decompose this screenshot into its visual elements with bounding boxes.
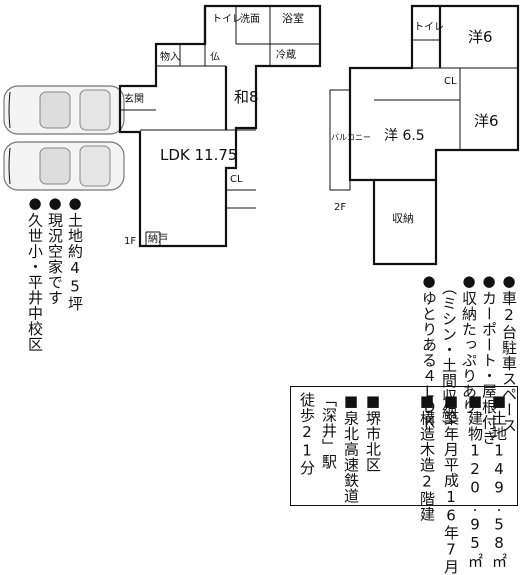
- room-washroom: 洗面: [240, 13, 260, 25]
- feature-carport: ●カーポート・屋根付き: [480, 272, 498, 446]
- room-fridge: 冷蔵: [276, 48, 296, 61]
- feature-storage-detail: （ミシン・土間収納）: [440, 272, 458, 436]
- room-entrance: 玄関: [124, 92, 144, 105]
- room-closet-1f: CL: [230, 174, 243, 185]
- second-floor-plan: [329, 4, 520, 266]
- note-school-district: ●久世小・平井中校区: [26, 194, 44, 352]
- spec-land: ■土地149.58㎡: [490, 392, 508, 568]
- feature-4ldk: ●ゆとりある４ＬＤＫ: [420, 272, 438, 430]
- room-closet-2f: CL: [444, 76, 457, 87]
- spec-structure: ■構造木造2階建: [418, 392, 436, 522]
- room-storage-1f: 物入: [160, 50, 180, 63]
- location-box: [290, 386, 387, 506]
- room-toilet-1f: トイレ: [212, 14, 242, 25]
- car-icon: [3, 141, 125, 191]
- car-icon: [3, 85, 125, 135]
- room-western-a: 洋6: [468, 28, 493, 46]
- room-toilet-2f: トイレ: [414, 22, 444, 33]
- room-japanese: 和8: [234, 88, 259, 106]
- room-storage-2f: 収納: [392, 212, 414, 225]
- room-western-c: 洋 6.5: [384, 128, 425, 144]
- location-walk: 徒歩21分: [298, 392, 316, 476]
- floor-plan: トイレ 洗面 浴室 冷蔵 物入 仏 玄関 和8 LDK 11.75 CL 納戸 …: [3, 4, 520, 266]
- room-western-b: 洋6: [474, 112, 499, 130]
- room-shoebox: 仏: [210, 51, 220, 63]
- room-balcony: バルコニー: [331, 133, 371, 142]
- location-city: ■堺市北区: [364, 392, 382, 473]
- note-land-area: ●土地約45坪: [66, 194, 84, 312]
- feature-storage: ●収納たっぷりあり: [460, 272, 478, 415]
- room-ldk: LDK 11.75: [160, 146, 237, 164]
- note-vacant: ●現況空家です: [46, 194, 64, 306]
- floor-label-2f: 2F: [334, 202, 346, 213]
- spec-building: ■建物120.95㎡: [466, 392, 484, 568]
- first-floor-plan: [118, 4, 322, 248]
- room-pantry: 納戸: [148, 232, 168, 245]
- room-bath: 浴室: [282, 11, 304, 25]
- location-line: ■泉北高速鉄道: [342, 392, 360, 504]
- feature-parking: ●車2台駐車スペース: [500, 272, 518, 433]
- spec-built-date: ■築年月平成16年7月: [442, 392, 460, 575]
- location-station: 「深井」駅: [320, 392, 338, 470]
- floor-label-1f: 1F: [124, 236, 136, 247]
